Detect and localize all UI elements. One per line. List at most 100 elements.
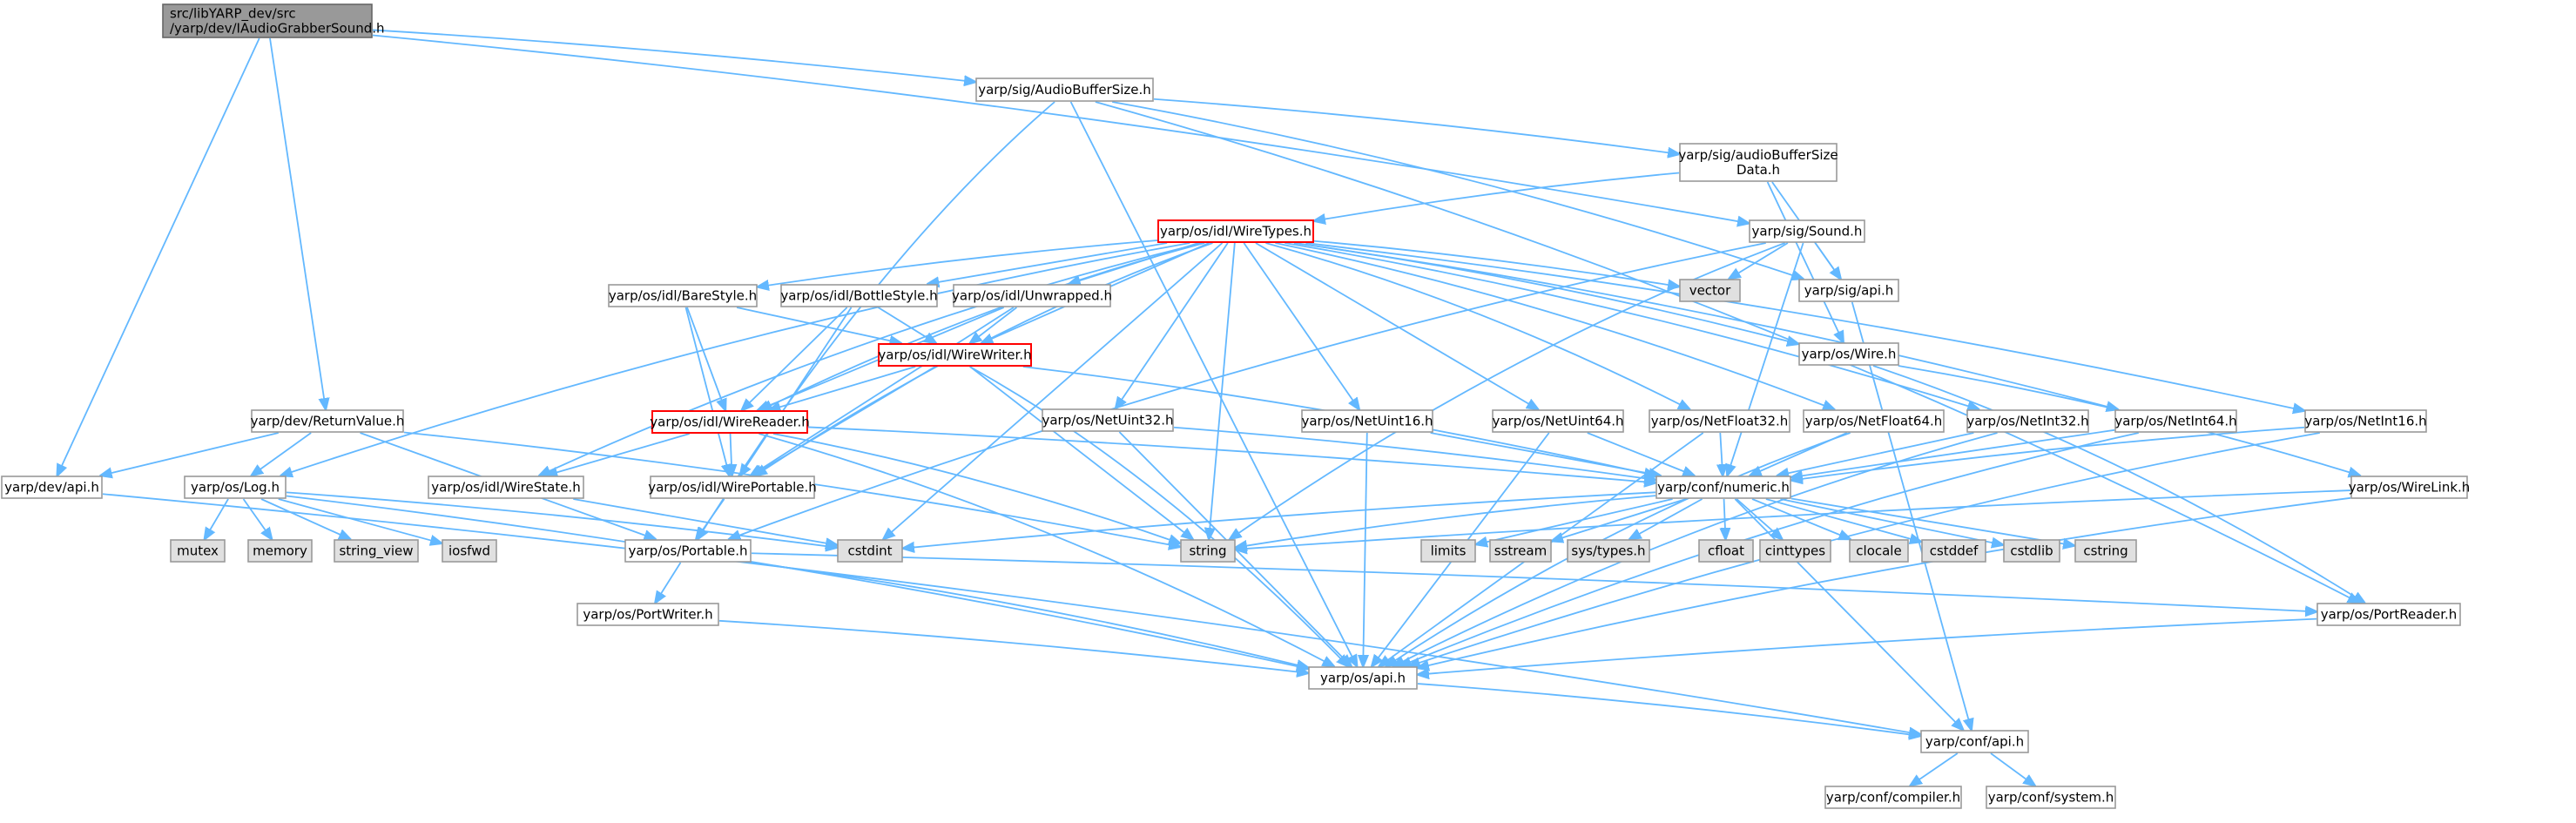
edge-WireReader-to-string: [772, 433, 1180, 543]
node-BottleStyle[interactable]: yarp/os/idl/BottleStyle.h: [780, 284, 938, 307]
node-label: clocale: [1856, 543, 1901, 559]
node-cstring[interactable]: cstring: [2074, 539, 2137, 563]
node-box: [577, 603, 719, 626]
node-label: yarp/os/idl/WireTypes.h: [1160, 224, 1312, 239]
node-box: [1, 476, 103, 499]
node-NetUint16[interactable]: yarp/os/NetUint16.h: [1301, 409, 1433, 433]
node-OsPortable[interactable]: yarp/os/Portable.h: [624, 539, 752, 563]
node-box: [1698, 539, 1754, 563]
edge-WireTypes-to-string: [1209, 242, 1236, 539]
edge-PortWriter-to-OsApi: [718, 619, 1308, 673]
node-box: [1308, 666, 1418, 690]
node-PortReader[interactable]: yarp/os/PortReader.h: [2316, 603, 2461, 626]
node-BareStyle[interactable]: yarp/os/idl/BareStyle.h: [608, 284, 758, 307]
edge-SigSound-to-SigApi: [1814, 242, 1841, 279]
node-DevApi[interactable]: yarp/dev/api.h: [1, 476, 103, 499]
edge-PortReader-to-OsApi: [1418, 617, 2317, 675]
edge-WireTypes-to-NetInt16: [1305, 242, 2304, 411]
node-OsLog[interactable]: yarp/os/Log.h: [184, 476, 287, 499]
node-OsApi[interactable]: yarp/os/api.h: [1308, 666, 1418, 690]
edge-Unwrapped-to-WirePortable: [751, 307, 1015, 476]
edge-root-to-AudioBufferSize: [372, 29, 975, 82]
node-PortWriter[interactable]: yarp/os/PortWriter.h: [577, 603, 719, 626]
edge-BareStyle-to-WireReader: [686, 307, 725, 410]
edge-WirePortable-to-OsPortable: [696, 498, 725, 539]
node-label: yarp/conf/numeric.h: [1657, 480, 1790, 496]
node-box: [184, 476, 287, 499]
node-WireWriter[interactable]: yarp/os/idl/WireWriter.h: [878, 343, 1032, 367]
node-label: yarp/conf/compiler.h: [1826, 790, 1960, 806]
node-sstream[interactable]: sstream: [1489, 539, 1552, 563]
node-ConfNumeric[interactable]: yarp/conf/numeric.h: [1656, 476, 1791, 499]
node-NetFloat32[interactable]: yarp/os/NetFloat32.h: [1649, 409, 1790, 433]
edge-SigSound-to-vector: [1730, 242, 1789, 279]
node-label: yarp/os/PortReader.h: [2321, 607, 2458, 623]
edge-OsLog-to-OsApi: [286, 495, 1308, 668]
node-memory[interactable]: memory: [247, 539, 313, 563]
node-label: yarp/os/Wire.h: [1802, 347, 1897, 362]
node-NetUint32[interactable]: yarp/os/NetUint32.h: [1042, 408, 1174, 432]
node-cstdint[interactable]: cstdint: [837, 539, 903, 563]
node-root[interactable]: src/libYARP_dev/src/yarp/dev/IAudioGrabb…: [162, 3, 385, 38]
edge-ConfNumeric-to-cfloat: [1724, 498, 1726, 539]
node-label: mutex: [177, 543, 219, 559]
node-cstdlib[interactable]: cstdlib: [2003, 539, 2060, 563]
node-box: [1920, 730, 2029, 753]
node-NetInt32[interactable]: yarp/os/NetInt32.h: [1966, 409, 2089, 433]
node-ConfApi[interactable]: yarp/conf/api.h: [1920, 730, 2029, 753]
node-Unwrapped[interactable]: yarp/os/idl/Unwrapped.h: [952, 284, 1112, 307]
node-WireReader[interactable]: yarp/os/idl/WireReader.h: [650, 410, 810, 434]
node-WireTypes[interactable]: yarp/os/idl/WireTypes.h: [1157, 219, 1314, 243]
node-OsWire[interactable]: yarp/os/Wire.h: [1798, 342, 1899, 366]
node-label: yarp/conf/system.h: [1988, 790, 2114, 806]
node-WireState[interactable]: yarp/os/idl/WireState.h: [428, 476, 584, 499]
node-SigSound[interactable]: yarp/sig/Sound.h: [1749, 219, 1865, 243]
node-label: /yarp/dev/IAudioGrabberSound.h: [170, 21, 385, 37]
node-box: [650, 476, 815, 499]
node-iosfwd[interactable]: iosfwd: [442, 539, 497, 563]
node-ConfSystem[interactable]: yarp/conf/system.h: [1986, 786, 2116, 809]
node-ConfCompiler[interactable]: yarp/conf/compiler.h: [1824, 786, 1962, 809]
edge-WireTypes-to-WireState: [539, 242, 1203, 476]
node-string_view[interactable]: string_view: [334, 539, 419, 563]
node-mutex[interactable]: mutex: [170, 539, 226, 563]
node-box: [1157, 219, 1314, 243]
node-AudioBufferSize[interactable]: yarp/sig/AudioBufferSize.h: [975, 78, 1154, 102]
edge-ConfNumeric-to-limits: [1476, 498, 1673, 544]
node-ReturnValue[interactable]: yarp/dev/ReturnValue.h: [251, 409, 405, 433]
node-box: [1679, 143, 1838, 182]
edge-ConfNumeric-to-string: [1236, 495, 1656, 547]
node-limits[interactable]: limits: [1420, 539, 1476, 563]
node-label: cstdlib: [2010, 543, 2053, 559]
node-label: yarp/os/idl/Unwrapped.h: [952, 288, 1112, 304]
node-NetInt64[interactable]: yarp/os/NetInt64.h: [2114, 409, 2237, 433]
node-NetFloat64[interactable]: yarp/os/NetFloat64.h: [1803, 409, 1945, 433]
edge-OsPortable-to-PortWriter: [656, 562, 682, 603]
edge-WireWriter-to-WireReader: [769, 366, 916, 410]
node-WireLink[interactable]: yarp/os/WireLink.h: [2349, 476, 2471, 499]
node-SigApi[interactable]: yarp/sig/api.h: [1798, 279, 1899, 302]
node-box: [608, 284, 758, 307]
node-systypes[interactable]: sys/types.h: [1567, 539, 1650, 563]
node-box: [442, 539, 497, 563]
edge-AudioBufferSize-to-OsPortable: [698, 101, 1055, 539]
node-WirePortable[interactable]: yarp/os/idl/WirePortable.h: [648, 476, 817, 499]
node-cstddef[interactable]: cstddef: [1921, 539, 1986, 563]
node-box: [170, 539, 226, 563]
edge-BareStyle-to-WireWriter: [736, 307, 900, 343]
node-NetUint64[interactable]: yarp/os/NetUint64.h: [1492, 409, 1624, 433]
node-cfloat[interactable]: cfloat: [1698, 539, 1754, 563]
node-cinttypes[interactable]: cinttypes: [1759, 539, 1831, 563]
node-vector[interactable]: vector: [1679, 279, 1741, 302]
node-string[interactable]: string: [1180, 539, 1236, 563]
node-label: yarp/os/NetUint16.h: [1301, 414, 1433, 429]
node-NetInt16[interactable]: yarp/os/NetInt16.h: [2304, 409, 2427, 433]
edge-SigSound-to-OsPortable: [729, 242, 1766, 539]
node-label: yarp/os/WireLink.h: [2349, 480, 2471, 496]
node-clocale[interactable]: clocale: [1849, 539, 1909, 563]
node-box: [1649, 409, 1790, 433]
node-label: cstddef: [1930, 543, 1979, 559]
edge-AudioBufferSize-to-audioBufferSizeData: [1153, 98, 1679, 154]
node-label: limits: [1431, 543, 1467, 559]
